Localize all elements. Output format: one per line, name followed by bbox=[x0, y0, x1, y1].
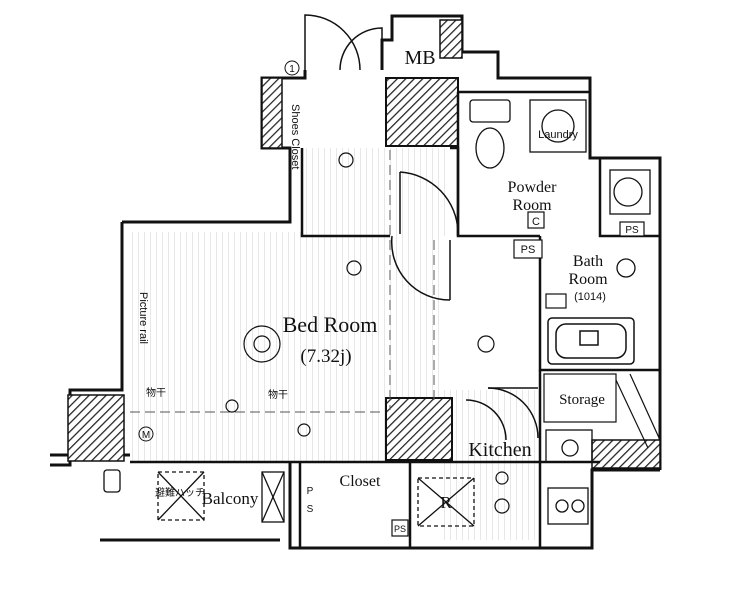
marker-ps-2: PS bbox=[625, 225, 639, 236]
evacuation-hatch-label: 避難ハッチ bbox=[155, 486, 205, 499]
room-label-storage: Storage bbox=[559, 392, 605, 408]
ceiling-lines bbox=[130, 150, 435, 413]
hall-floor bbox=[302, 148, 450, 236]
marker-boxes bbox=[391, 211, 645, 537]
hanger-label-2: 物干 bbox=[268, 388, 288, 401]
room-label-balcony: Balcony bbox=[202, 489, 259, 508]
room-label-powder-2: Room bbox=[512, 197, 552, 214]
marker-c: C bbox=[532, 216, 540, 228]
kitchen-floor bbox=[440, 390, 540, 540]
room-label-kitchen: Kitchen bbox=[468, 439, 531, 461]
storage-closet bbox=[543, 373, 661, 449]
picture-rail-label: Picture rail bbox=[137, 292, 149, 344]
marker-m: M bbox=[142, 430, 150, 441]
room-label-bath-2: Room bbox=[568, 271, 608, 288]
room-label-bedroom: Bed Room bbox=[283, 312, 378, 337]
room-label-powder-1: Powder bbox=[508, 179, 558, 196]
bathtub bbox=[547, 317, 635, 365]
marker-s: S bbox=[307, 504, 314, 515]
room-label-laundry: Laundry bbox=[538, 129, 578, 141]
room-label-shoes-closet: Shoes Closet bbox=[289, 104, 301, 169]
outer-walls bbox=[50, 14, 662, 550]
room-label-closet: Closet bbox=[340, 473, 381, 490]
marker-p: P bbox=[307, 486, 314, 497]
marker-r: R bbox=[440, 493, 452, 512]
marker-ps-3: PS bbox=[394, 524, 406, 534]
light-fixtures bbox=[225, 152, 510, 514]
fixtures bbox=[103, 99, 651, 527]
marker-ps-1: PS bbox=[521, 244, 536, 256]
marker-m-ring bbox=[138, 426, 154, 442]
circle-marker-ring bbox=[284, 60, 300, 76]
hanger-label-1: 物干 bbox=[146, 386, 166, 399]
room-label-bath-1: Bath bbox=[573, 253, 603, 270]
circle-marker: 1 bbox=[289, 64, 295, 75]
bath-size: (1014) bbox=[574, 291, 606, 303]
bedroom-area: (7.32j) bbox=[300, 346, 351, 367]
doors bbox=[304, 14, 539, 441]
room-label-mb: MB bbox=[404, 47, 435, 69]
